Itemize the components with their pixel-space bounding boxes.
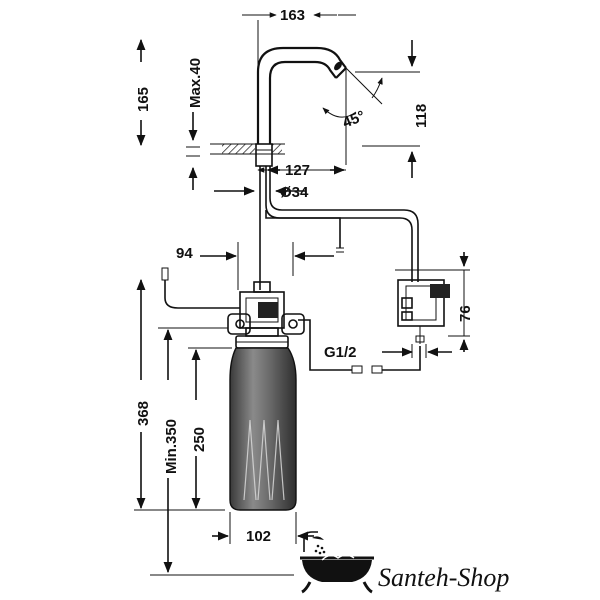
dim-label-76: 76 [457,305,474,322]
control-box [395,269,470,344]
dim-min350: Min.350 [150,327,294,576]
dim-76: 76 [457,252,474,352]
brand-name: Santeh-Shop [378,563,509,592]
bathtub-shower-icon [300,531,374,594]
pump-head [227,281,305,349]
dim-d34: Ø34 [214,184,309,201]
dim-368: 368 [134,278,225,511]
dim-label-d34: Ø34 [280,184,309,201]
countertop [210,143,285,155]
supply-tubes [259,166,419,290]
soap-bottle [229,347,297,511]
dim-label-94: 94 [176,245,193,262]
dim-165: 165 [135,38,152,147]
dim-94: 94 [176,242,334,290]
dim-label-102: 102 [246,528,271,545]
dim-label-368: 368 [135,401,152,426]
dim-max40: Max.40 [186,58,204,190]
hose-bottom [298,319,421,374]
dim-102: 102 [212,512,314,545]
dim-118: 118 [355,40,430,178]
cable-left [161,267,240,309]
brand-logo: Santeh-Shop [300,531,509,594]
faucet [255,46,347,167]
dim-label-163: 163 [280,7,305,24]
dim-label-45: 45° [340,107,367,131]
dim-label-118: 118 [413,104,430,128]
dim-angle-45: 45° [322,67,383,165]
dim-label-165: 165 [135,87,152,112]
dim-label-min350: Min.350 [163,419,180,474]
dim-label-250: 250 [191,427,208,452]
dim-g12: G1/2 [324,344,452,361]
dim-label-max40: Max.40 [187,58,204,108]
dim-label-g12: G1/2 [324,344,357,361]
dim-label-127: 127 [285,162,310,179]
dim-250: 250 [188,347,232,510]
